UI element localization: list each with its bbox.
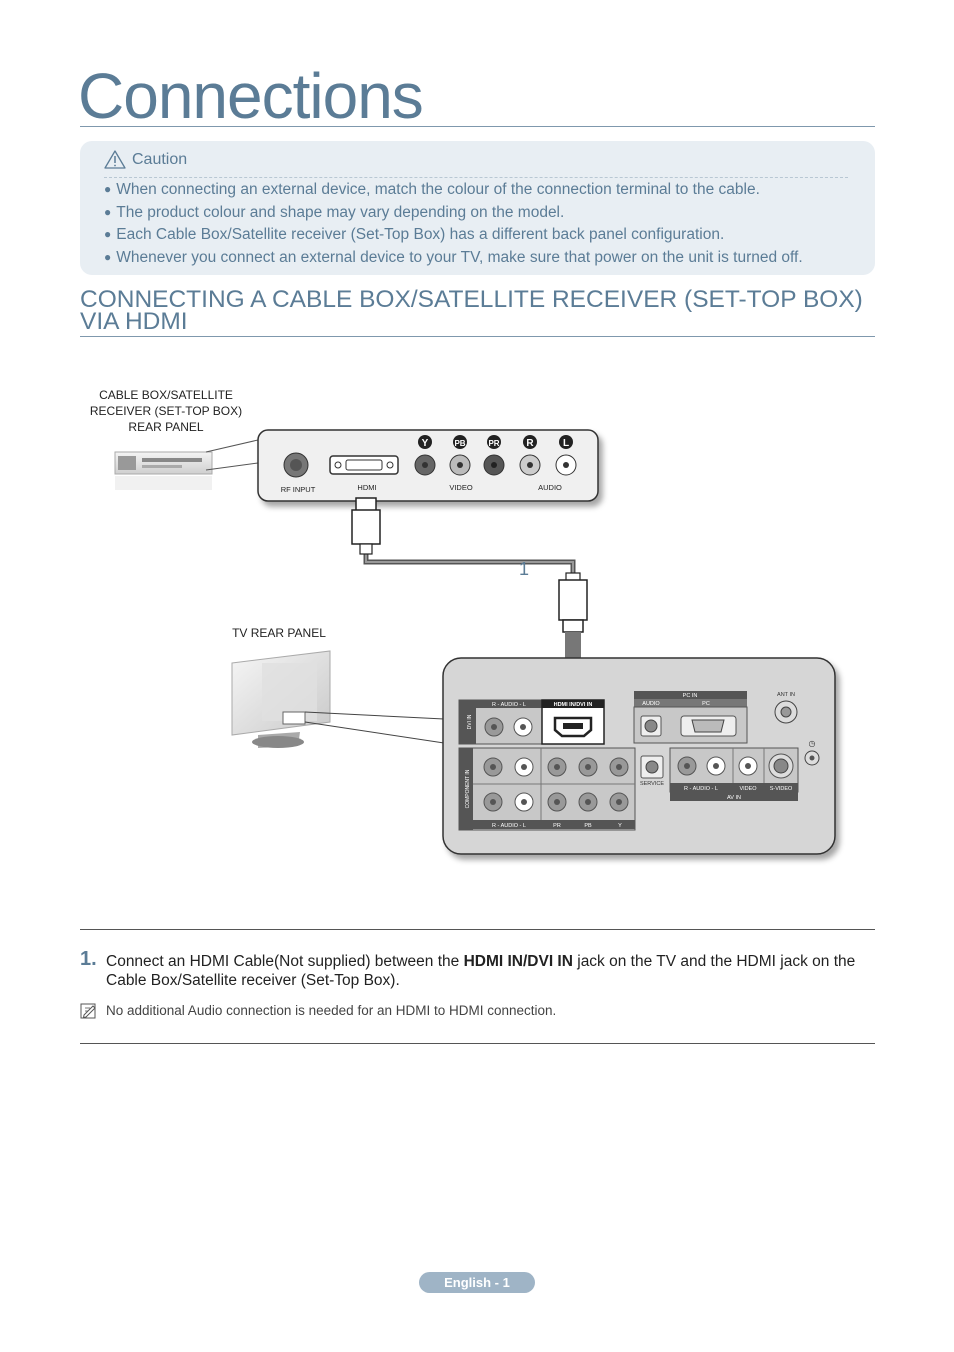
caution-list: When connecting an external device, matc… [104, 179, 803, 270]
stb-label-line: RECEIVER (SET-TOP BOX) [89, 404, 243, 418]
instructions-bottom-divider [80, 1043, 875, 1044]
audio-label: AUDIO [538, 483, 562, 492]
jack-letter: R [526, 438, 534, 449]
cable-number: 1 [519, 559, 529, 579]
service-label: SERVICE [640, 781, 664, 787]
tv-thumbnail [231, 650, 331, 748]
connection-diagram: Y PB PR R L RF INPUT HDMI VIDEO AUDIO 1 [114, 429, 836, 855]
step-text-part: jack on the TV and the HDMI jack on the … [106, 953, 856, 989]
jack-letter: L [563, 438, 569, 449]
section-title: CONNECTING A CABLE BOX/SATELLITE RECEIVE… [80, 286, 863, 335]
caution-item: Each Cable Box/Satellite receiver (Set-T… [104, 224, 803, 247]
comp-y-label: Y [618, 823, 622, 829]
av-in-label: AV IN [727, 795, 741, 801]
s-video-label: S-VIDEO [770, 786, 793, 792]
stb-thumbnail [114, 451, 213, 490]
video-label: VIDEO [449, 483, 473, 492]
stb-label-line: REAR PANEL [128, 420, 204, 434]
step-text-part: Connect an HDMI Cable(Not supplied) betw… [106, 953, 464, 970]
headphone-icon: ◷ [809, 739, 816, 748]
ant-in-label: ANT IN [777, 692, 795, 698]
tv-label: TV REAR PANEL [232, 626, 326, 640]
stb-label: CABLE BOX/SATELLITE RECEIVER (SET-TOP BO… [80, 387, 252, 435]
step-text-bold: HDMI IN/DVI IN [463, 953, 573, 970]
tv-rear-panel: DVI IN R - AUDIO - L HDMI IN/DVI IN PC I… [442, 657, 836, 855]
jack-letter: PR [488, 439, 499, 448]
caution-header: Caution [104, 150, 187, 169]
stb-rear-panel: Y PB PR R L RF INPUT HDMI VIDEO AUDIO [257, 429, 599, 502]
comp-pb-label: PB [584, 823, 592, 829]
audio-top-label: R - AUDIO - L [492, 702, 526, 708]
caution-item: The product colour and shape may vary de… [104, 202, 803, 225]
av-audio-label: R - AUDIO - L [684, 786, 718, 792]
dvi-in-label: DVI IN [467, 714, 473, 729]
pc-label: PC [702, 701, 710, 707]
jack-letter: PB [454, 439, 465, 448]
step-number: 1. [80, 948, 97, 970]
jack-letter: Y [422, 438, 429, 449]
hdmi-in-label: HDMI IN/DVI IN [554, 702, 593, 708]
av-video-label: VIDEO [739, 786, 757, 792]
caution-label: Caution [132, 150, 188, 168]
pc-audio-label: AUDIO [642, 701, 660, 707]
page-title: Connections [78, 60, 424, 132]
section-divider [80, 336, 875, 337]
caution-divider [104, 177, 848, 178]
hdmi-label: HDMI [357, 483, 376, 492]
page-number-badge: English - 1 [419, 1272, 535, 1293]
component-in-label: COMPONENT IN [465, 769, 471, 808]
caution-item: When connecting an external device, matc… [104, 179, 803, 202]
note-text: No additional Audio connection is needed… [106, 1003, 557, 1018]
title-divider [80, 126, 875, 127]
comp-pr-label: PR [553, 823, 561, 829]
step-text: Connect an HDMI Cable(Not supplied) betw… [106, 952, 866, 990]
stb-label-line: CABLE BOX/SATELLITE [99, 388, 233, 402]
pc-in-label: PC IN [683, 693, 698, 699]
warning-icon [104, 150, 126, 169]
caution-item: Whenever you connect an external device … [104, 247, 802, 270]
note-icon [80, 1003, 96, 1019]
comp-audio-label: R - AUDIO - L [492, 823, 526, 829]
instructions-top-divider [80, 929, 875, 930]
rf-input-label: RF INPUT [281, 485, 316, 494]
